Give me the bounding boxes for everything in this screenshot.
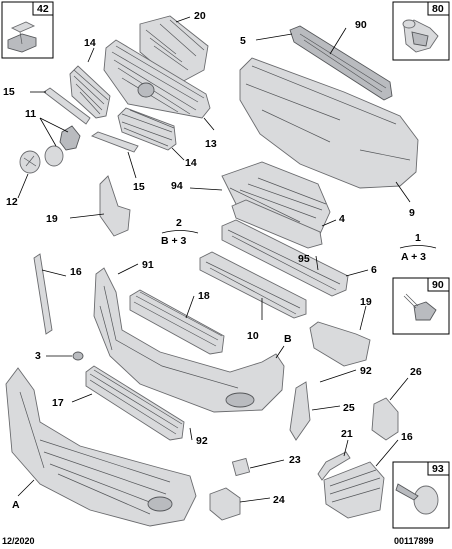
part-14-upper-small-grille[interactable]: 14: [69, 37, 111, 119]
callout-5: 5: [240, 35, 246, 47]
callout-11: 11: [25, 108, 36, 120]
part-11-emblems[interactable]: 11: [25, 108, 81, 167]
part-26-fog-lamp-bracket[interactable]: 26: [371, 366, 422, 441]
callout-80: 80: [432, 3, 444, 15]
part-16-fog-lamp-grille[interactable]: 16: [323, 431, 413, 519]
callout-6: 6: [371, 264, 377, 276]
callout-16b: 16: [401, 431, 413, 443]
callout-17: 17: [52, 397, 64, 409]
clip-80-icon: [402, 19, 439, 53]
part-B-mid-bumper-assembly[interactable]: B: [93, 267, 292, 413]
callout-94: 94: [171, 180, 183, 192]
callout-91: 91: [142, 259, 154, 271]
callout-92a: 92: [360, 365, 372, 377]
part-13-upper-grille[interactable]: 13: [103, 39, 217, 150]
callout-24: 24: [273, 494, 285, 506]
part-A-lower-bumper-assembly[interactable]: A: [5, 367, 197, 527]
callout-2-sub: B + 3: [161, 235, 187, 247]
callout-14a: 14: [84, 37, 96, 49]
part-18-lower-grille[interactable]: 18: [129, 289, 225, 355]
callout-90b: 90: [432, 279, 444, 291]
callout-26: 26: [410, 366, 422, 378]
callout-25: 25: [343, 402, 355, 414]
callout-3: 3: [35, 350, 41, 362]
part-23-tow-cover[interactable]: 23: [231, 454, 301, 477]
inset-box-90[interactable]: 90: [392, 277, 450, 335]
part-20-grille-insert[interactable]: 20: [139, 10, 209, 85]
callout-92b: 92: [196, 435, 208, 447]
callout-23: 23: [289, 454, 301, 466]
callout-19a: 19: [46, 213, 58, 225]
callout-10: 10: [247, 330, 259, 342]
part-91-clip[interactable]: 91: [117, 259, 154, 275]
diagram-date: 12/2020: [2, 536, 35, 546]
inset-box-80[interactable]: 80: [392, 1, 450, 61]
part-5-upper-cross-member[interactable]: 5 90: [240, 19, 393, 101]
callout-95: 95: [298, 253, 310, 265]
diagram-reference: 00117899: [394, 536, 434, 546]
callout-14b: 14: [185, 157, 197, 169]
part-17-lower-vent-grille[interactable]: 17: [52, 365, 185, 441]
part-4-absorber[interactable]: 4: [231, 199, 345, 249]
clip-93-icon: [395, 483, 439, 515]
part-12-badge[interactable]: 12: [6, 150, 41, 208]
inset-box-93[interactable]: 93: [392, 461, 450, 529]
callout-21: 21: [341, 428, 353, 440]
callout-9: 9: [409, 207, 415, 219]
kit-legend-2: 2 B + 3: [161, 217, 199, 247]
part-19-lower-side-bracket[interactable]: 19: [309, 296, 372, 367]
callout-4: 4: [339, 213, 345, 225]
part-14-mid-grille[interactable]: 14: [117, 107, 197, 169]
part-21-trim[interactable]: 21: [317, 428, 353, 481]
callout-1: 1: [415, 232, 421, 244]
callout-93: 93: [432, 463, 444, 475]
callout-16a: 16: [70, 266, 82, 278]
clip-42-icon: [7, 21, 37, 53]
callout-15b: 15: [133, 181, 145, 193]
part-15-lower-trim-strip[interactable]: 15: [91, 131, 145, 193]
screw-90-icon: [403, 293, 437, 321]
callout-B: B: [284, 333, 292, 345]
part-15-upper-trim-strip[interactable]: 15: [3, 86, 91, 125]
part-24-cover[interactable]: 24: [209, 487, 285, 521]
part-94-absorber-support[interactable]: 94: [171, 161, 331, 235]
part-16-left-side-strip[interactable]: 16: [33, 253, 82, 335]
callout-13: 13: [205, 138, 217, 150]
callout-A: A: [12, 499, 20, 511]
callout-90a: 90: [355, 19, 367, 31]
callout-1-sub: A + 3: [401, 251, 426, 263]
part-3-plug[interactable]: 3: [35, 350, 84, 362]
callout-12: 12: [6, 196, 18, 208]
part-6-reinforcement-beam[interactable]: 95 6: [221, 219, 377, 297]
callout-20: 20: [194, 10, 206, 22]
part-25-bracket[interactable]: 25: [289, 381, 355, 441]
callout-42: 42: [37, 3, 49, 15]
part-9-upper-bumper-cover[interactable]: 9: [239, 57, 419, 219]
kit-legend-1: 1 A + 3: [399, 232, 437, 263]
callout-18: 18: [198, 290, 210, 302]
part-10-lower-reinforcement[interactable]: 10: [199, 251, 307, 342]
part-92-fasteners[interactable]: 92 92: [189, 365, 372, 447]
inset-box-42[interactable]: 42: [1, 1, 54, 59]
callout-19b: 19: [360, 296, 372, 308]
callout-15a: 15: [3, 86, 15, 98]
part-19-upper-side-bracket[interactable]: 19: [46, 175, 131, 237]
callout-2: 2: [176, 217, 182, 229]
